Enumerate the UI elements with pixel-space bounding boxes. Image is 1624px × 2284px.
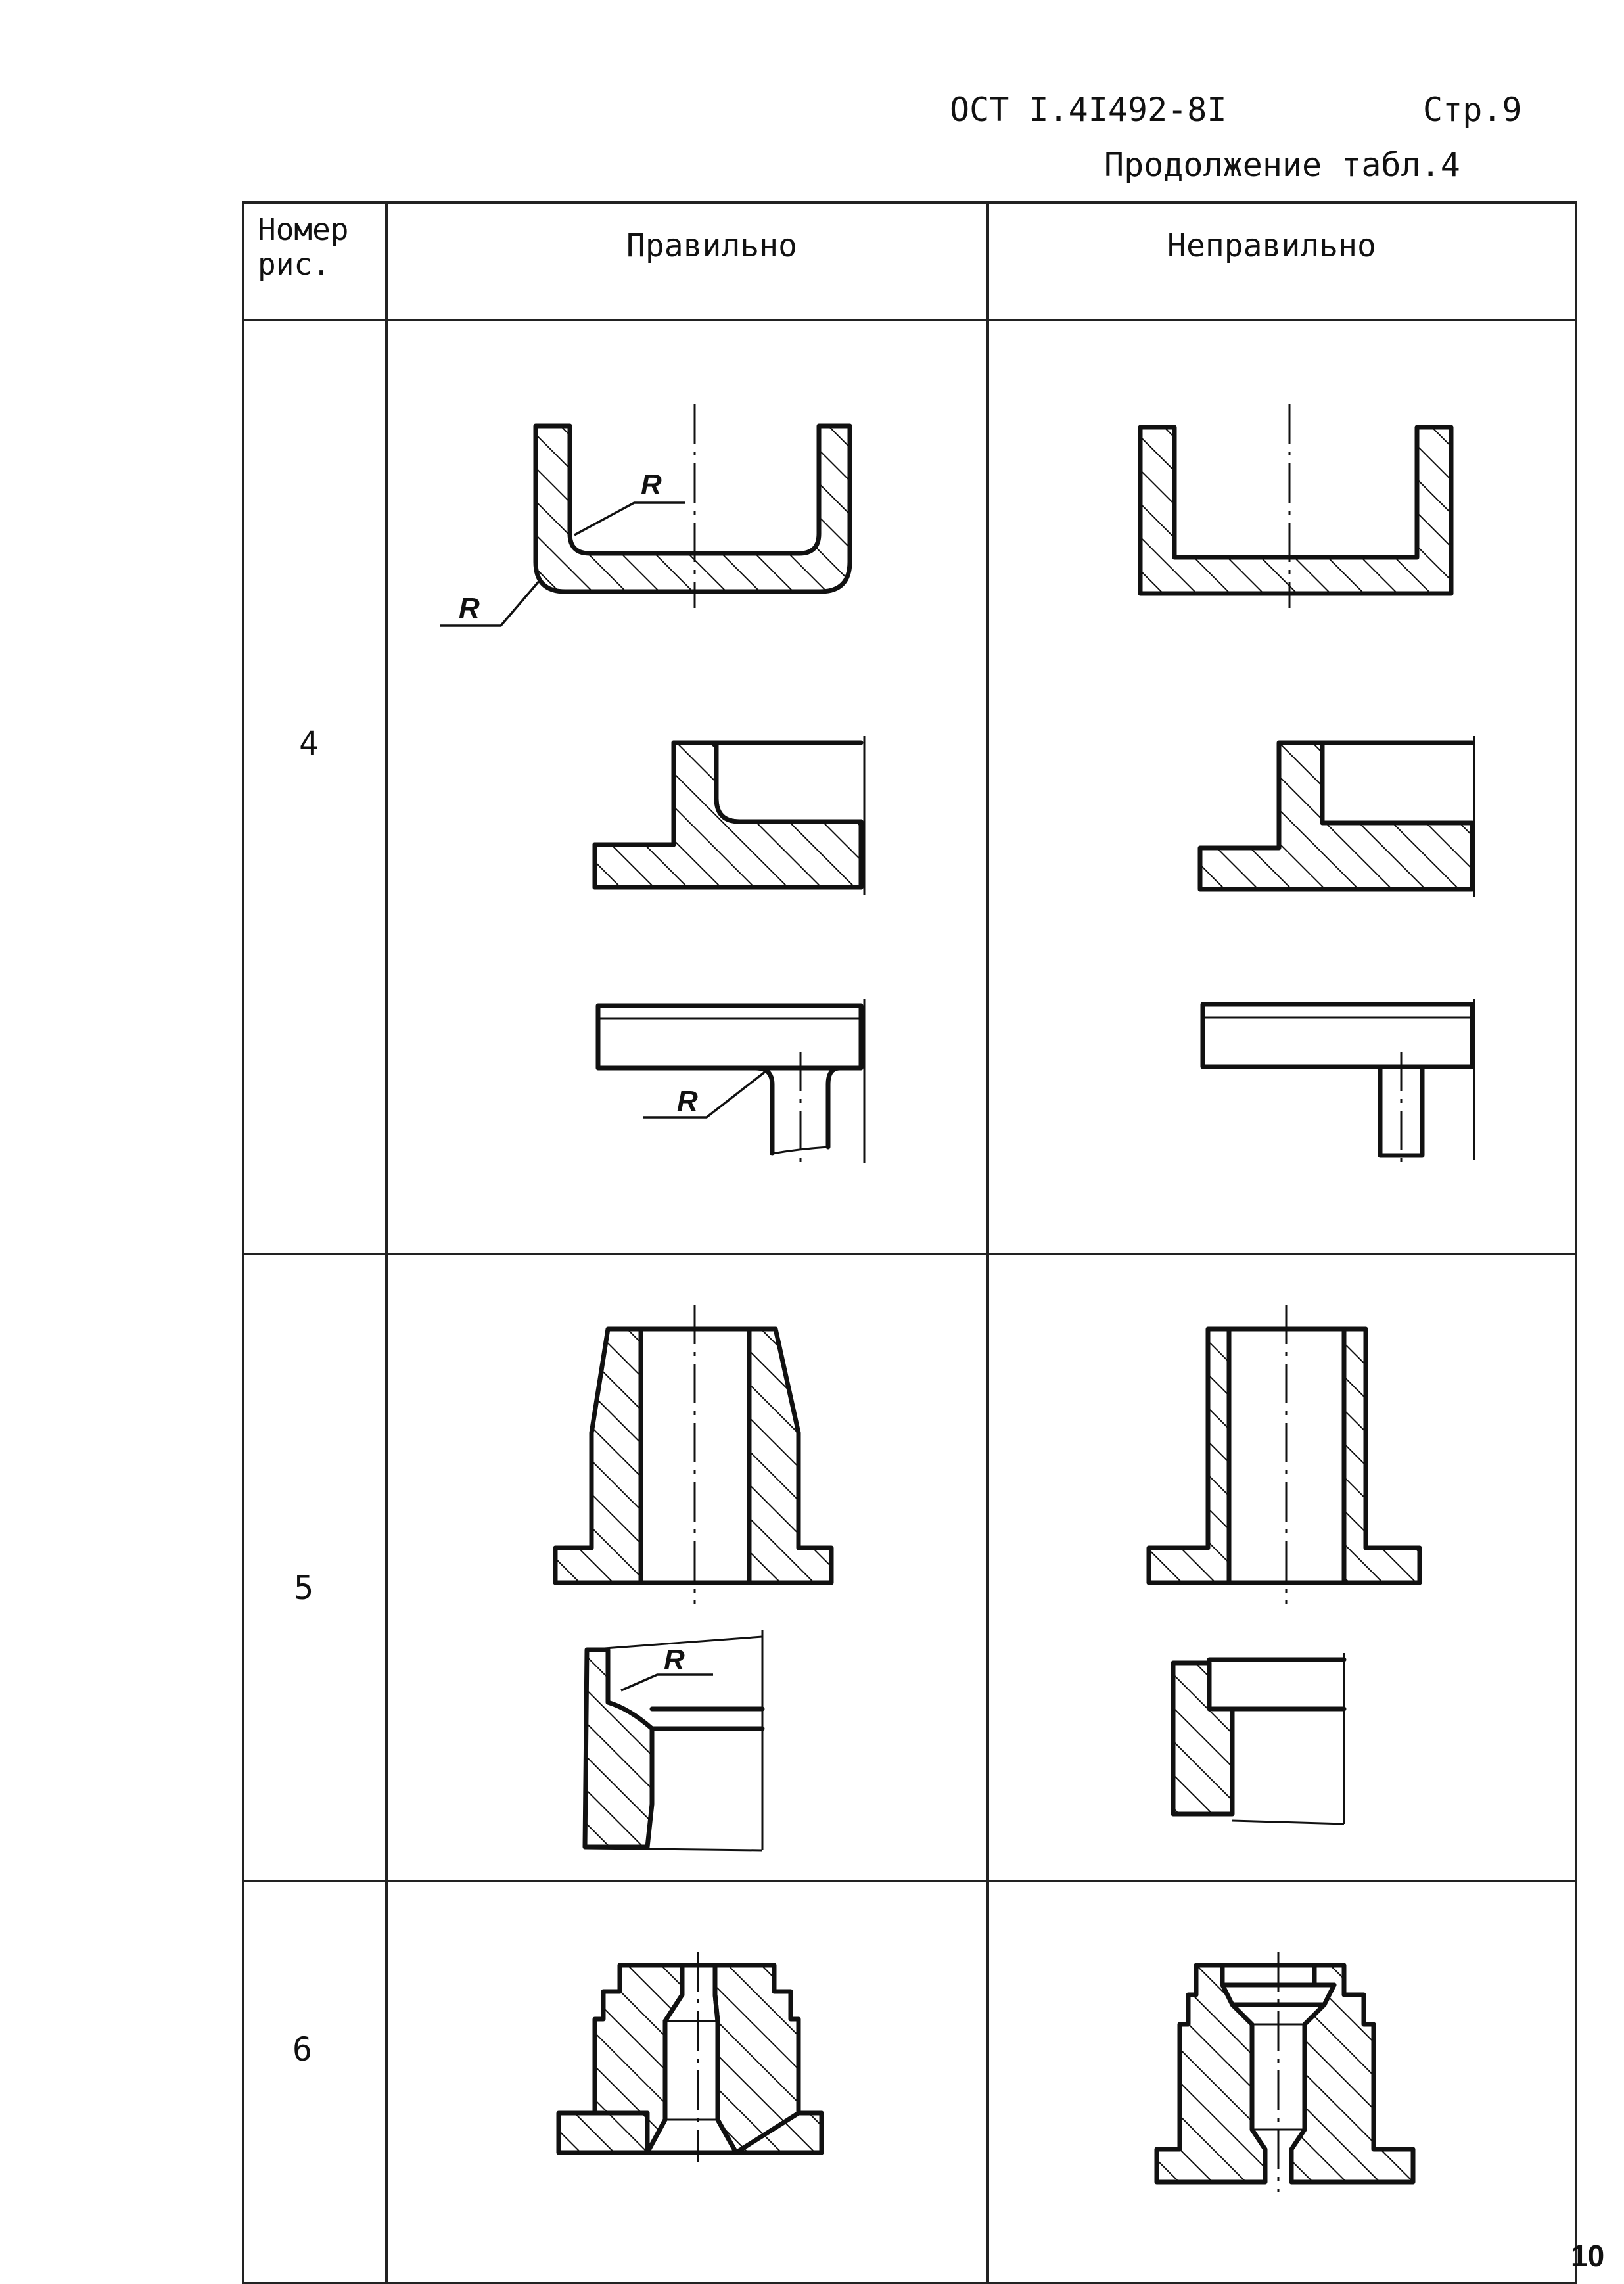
fig6-correct-stepped-body [556, 1952, 824, 2162]
fig4-incorrect-flange-section [1197, 736, 1475, 897]
page-reference: Стр.9 [1423, 91, 1522, 129]
fig5-correct-conical-bushing [553, 1305, 834, 1604]
table-grid [242, 201, 1577, 2284]
fig4-incorrect-cup-section [1138, 404, 1454, 608]
fig5-incorrect-straight-bushing [1146, 1305, 1422, 1604]
fig4-correct-plate-boss: R [595, 999, 866, 1163]
row-number-4: 4 [299, 724, 319, 762]
fig4-correct-flange-section [592, 736, 866, 895]
fig4-correct-cup-section: R R [440, 404, 852, 627]
fig6-incorrect-stepped-body [1154, 1952, 1416, 2192]
page-number: 10 [1571, 2239, 1605, 2273]
fig4-cup-radius-label-inner: R [641, 469, 662, 501]
header-number-line2: рис. [258, 246, 331, 282]
fig4-incorrect-plate-boss [1200, 999, 1475, 1163]
row-number-6: 6 [292, 2030, 312, 2068]
header-correct: Правильно [626, 227, 797, 264]
fig4-boss-radius-label: R [677, 1085, 698, 1117]
document-code: ОСТ I.4I492-8I [950, 91, 1227, 129]
fig5-incorrect-wall-sharp [1171, 1653, 1347, 1825]
header-incorrect: Неправильно [1167, 227, 1376, 264]
fig4-cup-radius-label-outer: R [459, 592, 480, 624]
row-number-5: 5 [294, 1569, 313, 1607]
header-number-line1: Номер [258, 212, 348, 247]
fig5-correct-wall-fillet: R [582, 1630, 765, 1852]
table-continuation-label: Продолжение табл.4 [1104, 146, 1460, 184]
fig5-fillet-radius-label: R [664, 1644, 685, 1676]
